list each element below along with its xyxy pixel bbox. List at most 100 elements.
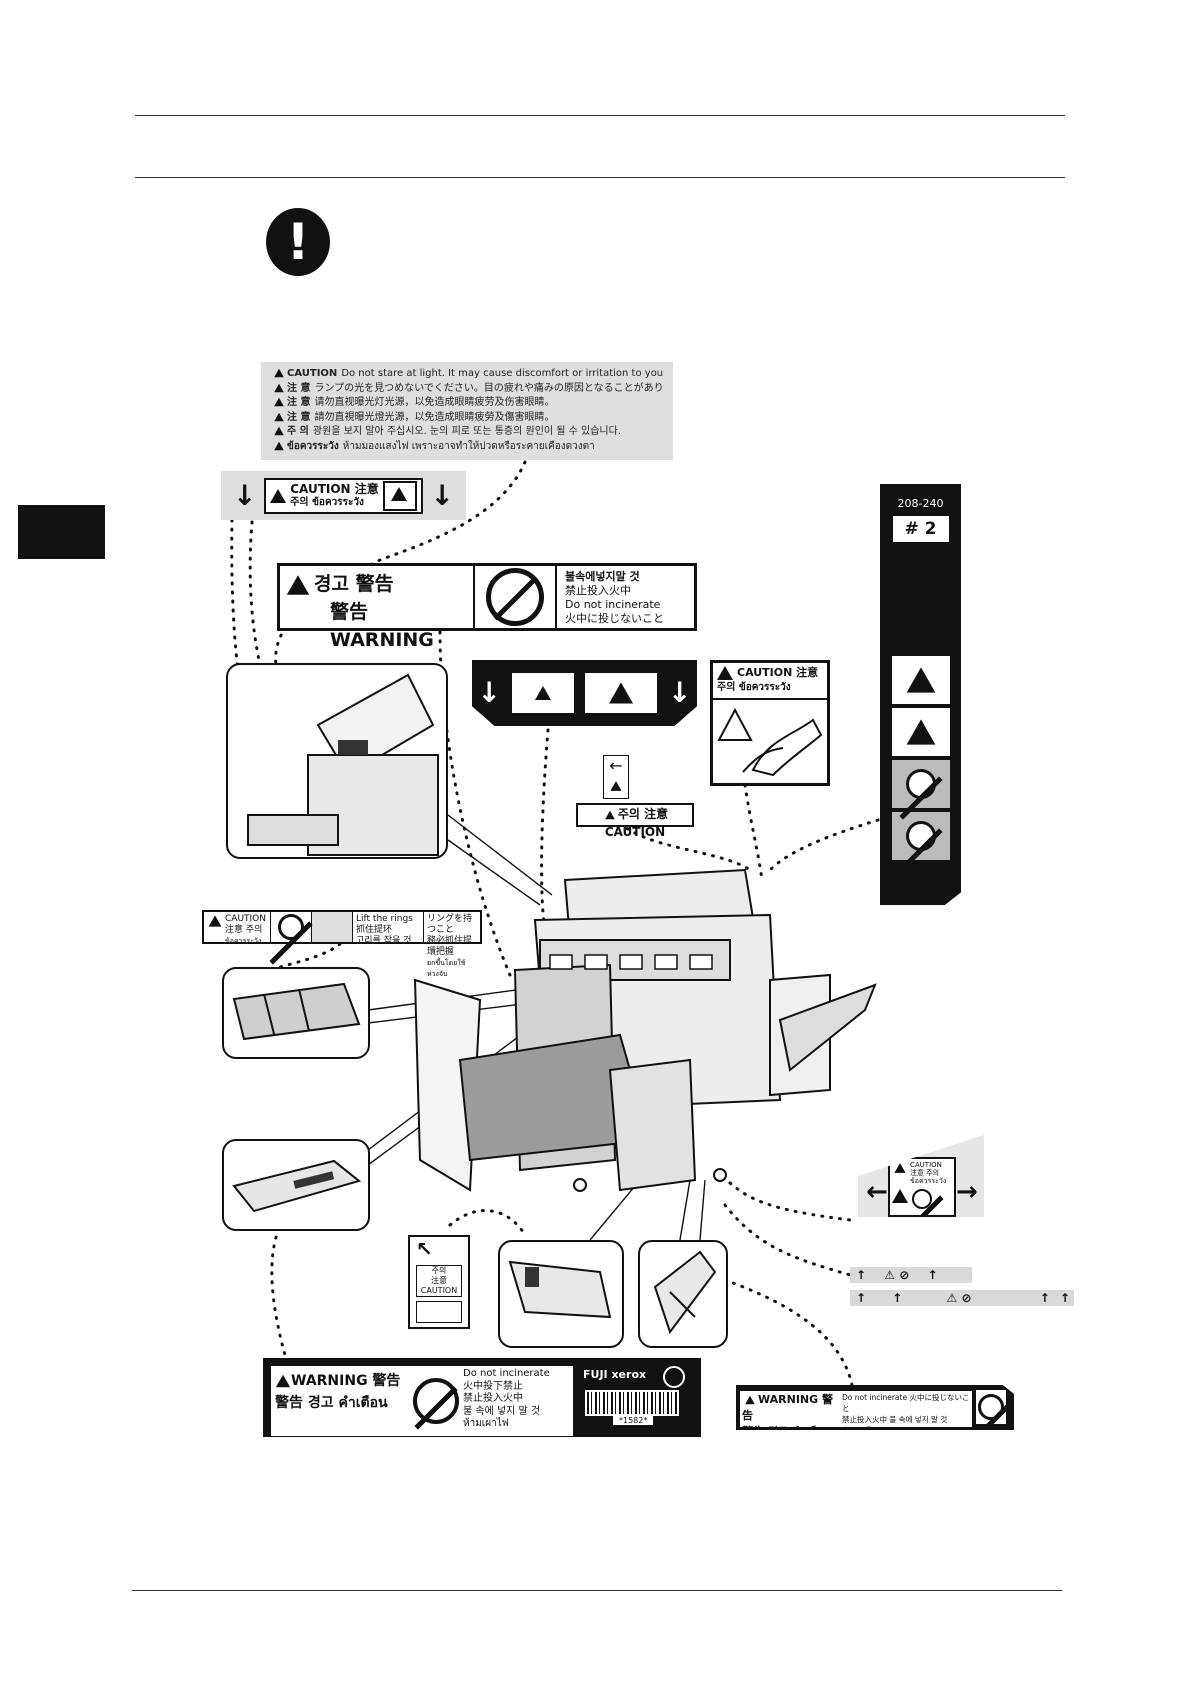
- eye-caution-line-ja: 注 意ランプの光を見つめないでください。目の疲れや痛みの原因となることがあります…: [271, 381, 663, 396]
- top-rule: [135, 115, 1065, 116]
- bottom-rule: [132, 1590, 1062, 1591]
- toner-cartridge-illustration: [222, 1139, 370, 1231]
- side-caution-label: ← → CAUTION 注意 주의 ข้อควรระวัง: [858, 1135, 984, 1217]
- hot-caution-box: CAUTION 注意 주의 ข้อควรระวัง: [264, 477, 423, 514]
- left-arrow-icon: ←: [609, 756, 623, 775]
- drum-caution-line2: 注意 주의: [225, 925, 263, 935]
- down-arrow-icon: ↓: [430, 478, 454, 512]
- small-incinerate-warning-label: WARNING 警告 警告 경고 คำเตือน Do not incinera…: [736, 1385, 1014, 1430]
- no-touch-icon: [891, 760, 950, 808]
- recycle-icon: [663, 1366, 685, 1388]
- bottom-warning-text-ko: 불 속에 넣지 말 것: [463, 1405, 541, 1417]
- warning-text-ko: 불속에넣지말 것: [565, 570, 640, 583]
- no-touch-icon: ⊘: [899, 1268, 910, 1282]
- bottom-warning-head1: WARNING 警告: [275, 1370, 403, 1392]
- drum-lift-ja: リングを持つこと: [427, 914, 473, 935]
- side-caution-tag-line3: CAUTION: [420, 1286, 458, 1295]
- hot-hand-illustration: [713, 700, 827, 778]
- up-arrow-icon: ↑: [927, 1268, 938, 1282]
- down-arrow-icon: ↓: [233, 478, 257, 512]
- caution-small-label: 주의 注意 CAUTION: [576, 803, 694, 839]
- no-touch-icon: [278, 914, 304, 940]
- up-arrow-icon: ↑: [1059, 1291, 1071, 1305]
- no-touch-icon: [891, 812, 950, 860]
- warning-triangle-icon: ⚠: [884, 1268, 896, 1282]
- drum-caution-line3: ข้อควรระวัง: [225, 937, 262, 945]
- gray-label-bar-2: ↑ ↑ ⚠ ⊘ ↑ ↑: [850, 1290, 1074, 1306]
- no-touch-icon: ⊘: [961, 1291, 972, 1305]
- hot-surface-icon: [382, 480, 417, 511]
- small-warning-text-2: 禁止投入火中 불 속에 넣지 말 것: [842, 1415, 948, 1424]
- hot-caution-right-line2: 주의 ข้อควรระวัง: [717, 682, 791, 693]
- bottom-warning-text-th: ห้ามเผาไฟ: [463, 1418, 509, 1429]
- drum-lift-icon: [312, 912, 353, 942]
- warning-triangle-icon: [610, 780, 622, 791]
- up-arrow-icon: ↑: [892, 1291, 903, 1305]
- hot-caution-right-line1: CAUTION 注意: [737, 666, 819, 679]
- no-touch-icon: [912, 1189, 932, 1209]
- barcode-text: *1582*: [613, 1416, 654, 1425]
- bottom-warning-text-ja: 火中投下禁止: [463, 1380, 523, 1392]
- up-arrow-icon: ↑: [1039, 1291, 1050, 1305]
- side-caution-line3: ข้อควรระวัง: [910, 1177, 947, 1185]
- side-caution-line1: CAUTION: [910, 1161, 942, 1169]
- up-arrow-icon: ↑: [856, 1291, 867, 1305]
- scanner-illustration: [226, 663, 448, 859]
- hot-caution-top-line2: 주의 ข้อควรระวัง: [290, 496, 364, 508]
- warning-triangle-icon: [511, 673, 574, 713]
- eye-caution-line-zh-cn: 注 意请勿直视曝光灯光源，以免造成眼睛疲劳及伤害眼睛。: [271, 395, 663, 410]
- hot-surface-icon: [416, 1301, 462, 1323]
- chapter-tab: [18, 505, 105, 559]
- side-caution-tag-line2: 注意: [431, 1276, 447, 1285]
- small-warning-head1: WARNING 警告: [742, 1393, 833, 1422]
- hot-surface-icon: [891, 708, 950, 756]
- warning-text-en: Do not incinerate: [565, 598, 661, 611]
- hot-surface-caution-label-right: CAUTION 注意 주의 ข้อควรระวัง: [710, 660, 830, 786]
- warning-text-ja: 火中に投じないこと: [565, 612, 664, 625]
- caution-direction-tag: ←: [603, 755, 629, 799]
- bottom-warning-text-zh: 禁止投入火中: [463, 1393, 523, 1404]
- barcode: [585, 1390, 679, 1416]
- eye-caution-line-th: ข้อควรระวังห้ามมองแสงไฟ เพราะอาจทำให้ปวด…: [271, 439, 663, 454]
- no-incinerate-icon: [486, 568, 544, 626]
- drum-lift-th: ยกขึ้นโดยใช้ห่วงจับ: [427, 959, 466, 978]
- small-warning-head2: 警告 경고 คำเตือน: [742, 1425, 831, 1438]
- down-arrow-icon: ↓: [668, 676, 692, 709]
- hot-surface-caution-label-top: ↓ CAUTION 注意 주의 ข้อควรระวัง ↓: [221, 471, 466, 520]
- hot-caution-top-line1: CAUTION 注意: [290, 481, 379, 496]
- fuji-xerox-logo: FUJI xerox: [583, 1368, 647, 1381]
- warning-triangle-icon: ⚠: [946, 1291, 958, 1305]
- paper-tray-illustration: [498, 1240, 624, 1348]
- side-caution-tag: ↖ 주의 注意 CAUTION: [408, 1235, 470, 1329]
- drum-cartridge-caution-label: CAUTION 注意 주의 ข้อควรระวัง Lift the rings…: [202, 910, 482, 978]
- left-arrow-icon: ←: [866, 1177, 888, 1207]
- no-incinerate-icon: [413, 1378, 459, 1424]
- hazard-arrow-strip: ↓ ↓: [472, 660, 697, 726]
- small-warning-text-1: Do not incinerate 火中に投じないこと: [842, 1393, 970, 1413]
- eye-caution-line-zh-tw: 注 意請勿直視曝光燈光源，以免造成眼睛疲勞及傷害眼睛。: [271, 410, 663, 425]
- hot-surface-icon: [892, 1189, 908, 1203]
- model-code: 208-240: [897, 497, 944, 510]
- drum-cartridge-illustration: [222, 967, 370, 1059]
- up-left-arrow-icon: ↖: [416, 1237, 433, 1261]
- gray-label-bar-1: ↑ ⚠ ⊘ ↑: [850, 1267, 972, 1283]
- side-caution-line2: 注意 주의: [910, 1169, 940, 1177]
- warning-text-zh: 禁止投入火中: [565, 584, 631, 597]
- bottom-warning-head2: 警告 경고 คำเตือน: [275, 1395, 388, 1411]
- mandatory-notice-icon: !: [266, 208, 330, 276]
- toner-incinerate-warning-label: WARNING 警告 警告 경고 คำเตือน Do not incinera…: [263, 1358, 701, 1437]
- down-arrow-icon: ↓: [477, 676, 501, 709]
- printer-illustration: [413, 868, 877, 1192]
- warning-head-line1: 경고 警告: [286, 570, 467, 598]
- warning-triangle-icon: [270, 488, 287, 503]
- model-number-label: 208-240 # 2: [880, 484, 961, 905]
- right-arrow-icon: →: [956, 1177, 978, 1207]
- up-arrow-icon: ↑: [856, 1268, 867, 1282]
- drum-caution-line1: CAUTION: [225, 914, 266, 924]
- bottom-warning-text-en: Do not incinerate: [463, 1368, 550, 1379]
- warning-head-line2: 警告 WARNING: [330, 601, 434, 651]
- drum-lift-zh: 抓住提环: [356, 925, 393, 935]
